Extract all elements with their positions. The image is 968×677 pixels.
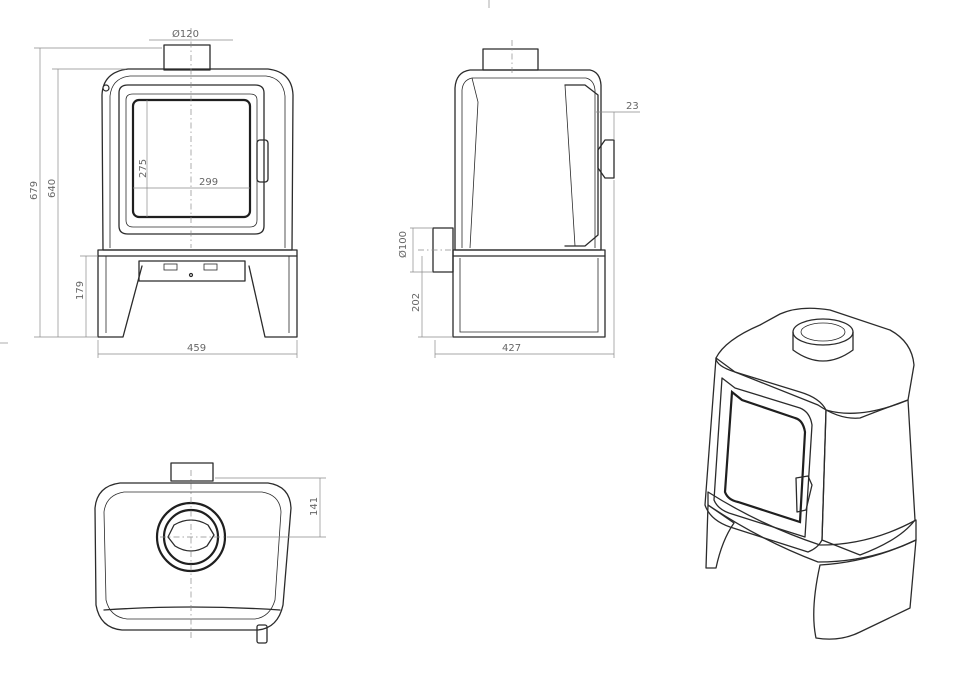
dim-side-depth: 427	[502, 343, 521, 354]
front-body-outline	[101, 68, 294, 251]
top-body-outline	[94, 482, 292, 631]
iso-right-leg	[813, 539, 917, 640]
front-ash-box-knob	[188, 272, 194, 278]
front-base-rim	[97, 249, 298, 257]
side-door-edge	[564, 84, 576, 247]
iso-front-face	[704, 357, 827, 553]
front-ash-box-slot-right	[203, 263, 218, 271]
iso-door-handle	[795, 475, 813, 513]
front-body-inner-line	[109, 75, 286, 248]
side-rear-trim	[469, 77, 479, 249]
side-stand-inner	[459, 258, 599, 333]
dim-front-width: 459	[187, 343, 206, 354]
dim-handle-offset: 23	[626, 101, 639, 112]
front-door-inner	[125, 93, 258, 228]
dim-rear-flue-height: 202	[411, 293, 422, 312]
iso-base-rim	[707, 491, 917, 563]
dim-body-height: 640	[47, 179, 58, 198]
front-ash-box	[138, 260, 246, 282]
iso-top-surface	[715, 307, 915, 419]
side-dimensions: 23 Ø100 202 427	[397, 101, 640, 358]
front-stand-left-leg	[97, 255, 143, 338]
top-view	[94, 462, 292, 644]
dim-glass-height: 275	[138, 159, 149, 178]
iso-left-leg	[705, 504, 735, 569]
front-top-flue-collar	[163, 44, 211, 71]
dim-flue-center-offset: 141	[309, 497, 320, 516]
side-view	[418, 40, 615, 338]
front-stand-skirt	[105, 256, 290, 333]
front-dimensions: Ø120 679 640 275 299 179 459	[29, 28, 298, 358]
top-handle-knob	[256, 624, 268, 644]
front-glass-panel	[131, 98, 252, 219]
iso-glass	[723, 389, 807, 524]
side-top-flue-collar	[482, 48, 539, 71]
side-body-inner	[461, 77, 596, 248]
front-door-handle	[256, 139, 269, 183]
top-dimensions: 141	[215, 477, 326, 538]
dim-rear-flue-dia: Ø100	[397, 231, 409, 258]
front-stand-right-leg	[248, 255, 298, 338]
side-door-handle	[597, 139, 615, 179]
front-ash-box-slot-left	[163, 263, 178, 271]
iso-flue-collar-side	[792, 331, 854, 362]
side-body-outline	[454, 69, 602, 251]
front-hinge-knob	[102, 84, 110, 92]
dim-glass-width: 299	[199, 177, 218, 188]
iso-right-face	[821, 399, 916, 556]
dim-overall-height: 679	[29, 181, 40, 200]
iso-door-frame	[713, 377, 813, 538]
top-door-lip	[103, 606, 281, 611]
front-door-frame	[118, 84, 265, 235]
dim-flue-top-dia: Ø120	[172, 28, 199, 40]
top-flue-baffle	[167, 519, 215, 552]
side-base-rim	[452, 249, 606, 257]
front-view	[97, 28, 298, 338]
side-stand	[452, 255, 606, 338]
dim-stand-height: 179	[75, 281, 86, 300]
top-rear-flue-stub	[170, 462, 214, 482]
iso-flue-collar-inner	[800, 322, 846, 342]
top-body-inner	[103, 491, 282, 620]
iso-view	[704, 307, 917, 640]
